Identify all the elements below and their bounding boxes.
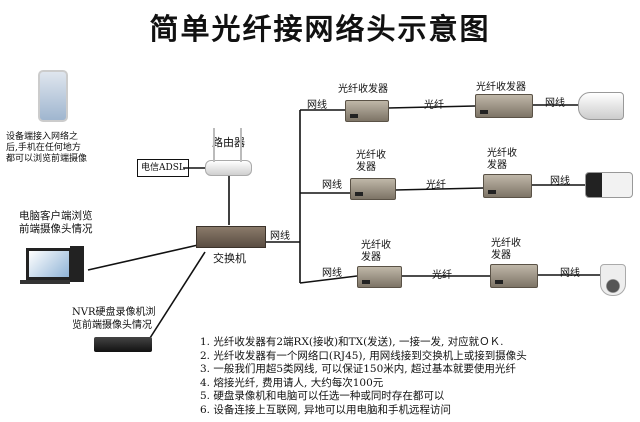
label-line: 发器 <box>491 250 511 261</box>
fiber-label: 光纤 <box>432 270 452 281</box>
label-line: 发器 <box>487 160 507 171</box>
caption-line: 设备端接入网络之 <box>6 132 79 142</box>
caption-line: NVR硬盘录像机浏 <box>72 307 156 318</box>
computer-tower-icon <box>70 246 84 282</box>
keyboard-icon <box>20 280 70 284</box>
label-line: 发器 <box>356 162 376 173</box>
box-camera-icon <box>585 172 633 198</box>
phone-caption: 设备端接入网络之 后,手机在任何地方 都可以浏览前端摄像 <box>6 132 87 165</box>
diagram-title: 简单光纤接网络头示意图 <box>149 12 491 46</box>
switch-cable-label: 网线 <box>270 231 290 242</box>
transceiver-label: 光纤收发器 <box>356 150 386 174</box>
caption-line: 都可以浏览前端摄像 <box>6 154 88 164</box>
note-item: 6. 设备连接上互联网, 异地可以用电脑和手机远程访问 <box>200 403 452 416</box>
pc-switch-line <box>87 244 199 271</box>
caption-line: 电脑客户端浏览 <box>19 210 93 222</box>
nvr-switch-line <box>149 251 206 339</box>
cable-label: 网线 <box>545 98 565 109</box>
fiber-transceiver-icon <box>357 266 402 288</box>
fiber-transceiver-icon <box>475 94 533 118</box>
fiber-transceiver-icon <box>350 178 396 200</box>
switch-icon <box>196 226 266 248</box>
transceiver-label: 光纤收发器 <box>338 84 388 95</box>
note-item: 2. 光纤收发器有一个网络口(RJ45), 用网线接到交换机上或接到摄像头 <box>200 349 527 362</box>
fiber-transceiver-icon <box>483 174 532 198</box>
fiber-transceiver-icon <box>345 100 389 122</box>
nvr-recorder-icon <box>94 337 152 352</box>
cable-label: 网线 <box>550 176 570 187</box>
computer-monitor-icon <box>26 248 72 280</box>
cable-label: 网线 <box>322 180 342 191</box>
router-antenna-icon <box>240 128 242 162</box>
fiber-transceiver-icon <box>490 264 538 288</box>
adsl-box: 电信ADSL <box>137 159 189 177</box>
caption-line: 览前端摄像头情况 <box>72 320 152 331</box>
router-label: 路由器 <box>212 136 245 149</box>
nvr-caption: NVR硬盘录像机浏 览前端摄像头情况 <box>72 306 156 332</box>
fiber-label: 光纤 <box>426 180 446 191</box>
smartphone-icon <box>38 70 68 122</box>
caption-line: 前端摄像头情况 <box>19 223 93 235</box>
cable-label: 网线 <box>322 268 342 279</box>
note-item: 5. 硬盘录像机和电脑可以任选一种或同时存在都可以 <box>200 390 445 402</box>
note-item: 1. 光纤收发器有2端RX(接收)和TX(发送), 一接一发, 对应就ＯＫ. <box>200 336 504 348</box>
notes-list: 1. 光纤收发器有2端RX(接收)和TX(发送), 一接一发, 对应就ＯＫ. 2… <box>200 336 527 417</box>
label-line: 光纤收 <box>491 238 521 249</box>
switch-label: 交换机 <box>213 252 246 265</box>
dome-camera-icon <box>600 264 626 296</box>
label-line: 光纤收 <box>361 240 391 251</box>
transceiver-label: 光纤收发器 <box>491 238 521 262</box>
caption-line: 后,手机在任何地方 <box>6 143 81 153</box>
cable-label: 网线 <box>307 100 327 111</box>
fiber-label: 光纤 <box>424 100 444 111</box>
transceiver-label: 光纤收发器 <box>361 240 391 264</box>
pc-caption: 电脑客户端浏览 前端摄像头情况 <box>19 210 93 236</box>
router-icon <box>205 160 252 176</box>
label-line: 发器 <box>361 252 381 263</box>
cable-label: 网线 <box>560 268 580 279</box>
label-line: 光纤收 <box>487 148 517 159</box>
router-antenna-icon <box>213 128 215 162</box>
label-line: 光纤收 <box>356 150 386 161</box>
transceiver-label: 光纤收发器 <box>476 82 526 93</box>
bullet-camera-icon <box>578 92 624 120</box>
note-item: 4. 熔接光纤, 费用请人, 大约每次100元 <box>200 376 384 389</box>
transceiver-label: 光纤收发器 <box>487 148 517 172</box>
note-item: 3. 一般我们用超5类网线, 可以保证150米内, 超过基本就要使用光纤 <box>200 363 516 375</box>
